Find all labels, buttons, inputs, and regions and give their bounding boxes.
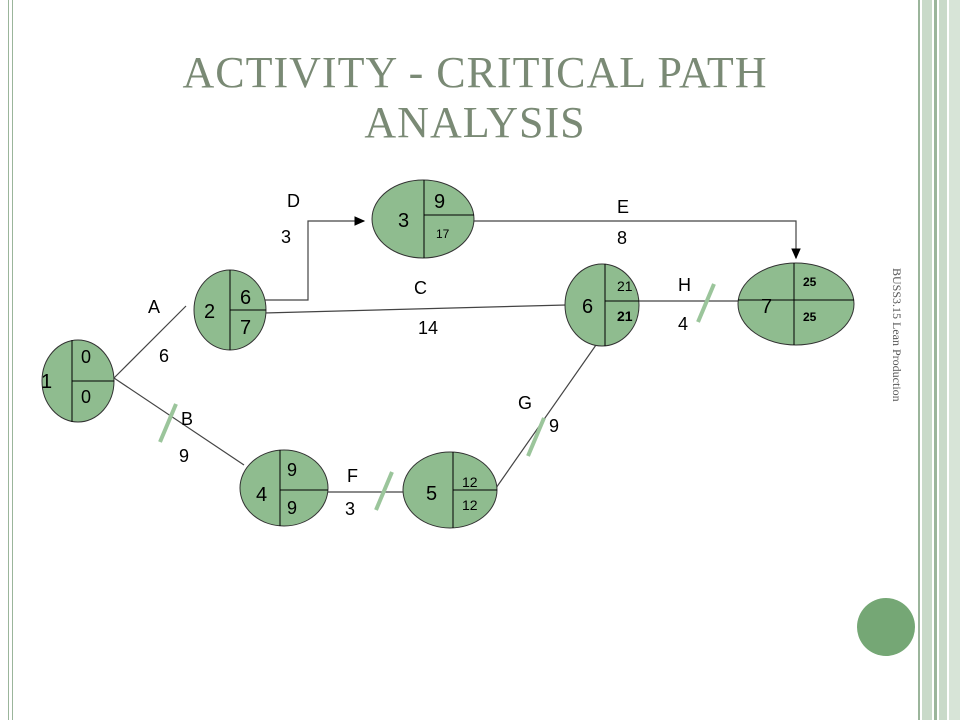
activity-h-duration: 4: [678, 314, 688, 334]
decorative-circle: [857, 598, 915, 656]
node-3: 3 9 17: [371, 179, 475, 259]
activity-e-label: E: [617, 197, 629, 217]
node-7-number: 7: [761, 296, 772, 318]
right-decorative-band: [918, 0, 960, 720]
activity-a-label: A: [148, 297, 160, 317]
critical-mark-g: [526, 417, 546, 457]
slide-frame-line: [12, 0, 13, 720]
node-7-latest: 25: [803, 310, 817, 324]
activity-g-duration: 9: [549, 416, 559, 436]
edge-g: [495, 344, 597, 489]
node-2: 2 6 7: [193, 269, 267, 351]
activity-g-label: G: [518, 393, 532, 413]
node-5-latest: 12: [462, 497, 478, 513]
activity-e-duration: 8: [617, 228, 627, 248]
activity-c-label: C: [414, 278, 427, 298]
activity-f-label: F: [347, 466, 358, 486]
activity-c-duration: 14: [418, 318, 438, 338]
node-1-earliest: 0: [81, 347, 91, 367]
edge-a: [113, 305, 187, 379]
critical-mark-h: [696, 283, 716, 323]
node-2-latest: 7: [240, 317, 251, 339]
activity-b-duration: 9: [179, 446, 189, 466]
critical-mark-f: [374, 471, 394, 511]
critical-mark-b: [158, 403, 178, 443]
edge-e: [474, 220, 801, 260]
node-4: 4 9 9: [239, 449, 329, 527]
node-2-number: 2: [204, 301, 215, 323]
node-5: 5 12 12: [402, 451, 498, 529]
activity-a-duration: 6: [159, 346, 169, 366]
edge-c: [263, 304, 567, 314]
node-6-number: 6: [582, 296, 593, 318]
edge-b: [113, 377, 245, 466]
node-6-latest: 21: [617, 308, 633, 324]
node-4-latest: 9: [287, 498, 297, 518]
node-1-number: 1: [41, 371, 52, 393]
node-3-latest: 17: [436, 227, 450, 241]
node-4-number: 4: [256, 484, 267, 506]
side-caption: BUSS3.15 Lean Production: [890, 268, 904, 402]
node-6: 6 21 21: [564, 263, 640, 347]
activity-b-label: B: [181, 409, 193, 429]
page-title: ACTIVITY - CRITICAL PATH ANALYSIS: [182, 48, 768, 147]
node-2-earliest: 6: [240, 287, 251, 309]
node-3-number: 3: [398, 210, 409, 232]
node-4-earliest: 9: [287, 460, 297, 480]
node-3-earliest: 9: [434, 191, 445, 213]
activity-d-label: D: [287, 191, 300, 211]
node-7: 7 25 25: [737, 262, 855, 346]
node-1: 1 0 0: [41, 339, 115, 423]
activity-d-duration: 3: [281, 227, 291, 247]
activity-h-label: H: [678, 275, 691, 295]
node-5-number: 5: [426, 483, 437, 505]
edge-d: [262, 216, 366, 301]
node-7-earliest: 25: [803, 275, 817, 289]
node-5-earliest: 12: [462, 474, 478, 490]
activity-f-duration: 3: [345, 499, 355, 519]
slide-frame-left: [0, 0, 9, 720]
node-6-earliest: 21: [617, 278, 633, 294]
node-1-latest: 0: [81, 387, 91, 407]
